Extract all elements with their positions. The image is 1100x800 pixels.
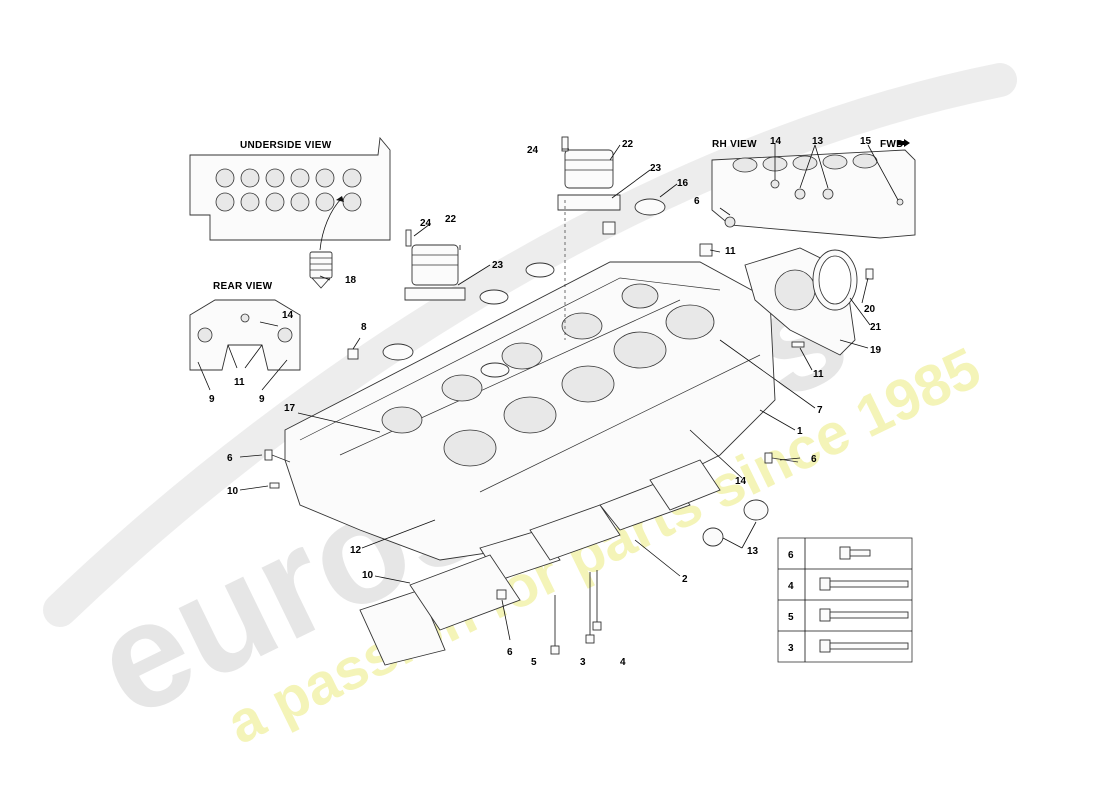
part-13-seal-a (743, 499, 769, 521)
long-bolts (550, 570, 602, 655)
rh-view: RH VIEW FWD (711, 139, 916, 239)
rear-block-outline (189, 299, 301, 371)
leader-lines (197, 143, 899, 641)
bolt-icon (839, 546, 871, 560)
callout-17: 17 (284, 403, 296, 414)
callout-13: 13 (747, 546, 759, 557)
table-row-label: 4 (788, 581, 794, 592)
callout-7: 7 (817, 405, 823, 416)
callout-8: 8 (361, 322, 367, 333)
callout-11: 11 (725, 246, 736, 257)
callout-23: 23 (492, 260, 504, 271)
callout-5: 5 (531, 657, 537, 668)
callout-23: 23 (650, 163, 662, 174)
part-6-bolt-right (764, 452, 799, 464)
bolt-icon (819, 608, 909, 622)
callout-9: 9 (259, 394, 265, 405)
rh-block (711, 149, 916, 239)
callout-11: 11 (813, 369, 824, 380)
rh-bores (732, 153, 878, 173)
part-6-bolt-left (264, 449, 291, 463)
callout-9: 9 (209, 394, 215, 405)
part-22-left (404, 229, 466, 301)
part-2-caps (479, 459, 721, 581)
rear-view-title: REAR VIEW (213, 281, 273, 292)
callout-21: 21 (870, 322, 882, 333)
table-row-label: 3 (788, 643, 794, 654)
callout-10: 10 (362, 570, 374, 581)
part-22-right (557, 136, 621, 340)
callout-6: 6 (694, 196, 700, 207)
callout-6: 6 (811, 454, 817, 465)
callouts: 24 22 23 16 6 14 13 15 24 22 23 11 8 18 … (209, 136, 882, 668)
callout-4: 4 (620, 657, 626, 668)
fwd-label: FWD (880, 139, 904, 150)
underside-view: UNDERSIDE VIEW (189, 136, 391, 289)
underside-arrow (319, 197, 343, 251)
bolt-icon (819, 639, 909, 653)
callout-12: 12 (350, 545, 362, 556)
part-13-seal-b (702, 527, 724, 547)
callout-16: 16 (677, 178, 689, 189)
callout-15: 15 (860, 136, 872, 147)
liners (382, 198, 666, 378)
callout-24: 24 (420, 218, 432, 229)
part-10-dowel (269, 482, 280, 489)
callout-13: 13 (812, 136, 824, 147)
underside-bores (215, 168, 362, 212)
rh-view-title: RH VIEW (712, 139, 757, 150)
callout-14: 14 (735, 476, 747, 487)
callout-14: 14 (770, 136, 782, 147)
cylinder-bores (381, 283, 715, 467)
bolt-icon (819, 577, 909, 591)
bolt-legend-table: 6 4 5 3 (777, 537, 913, 663)
callout-18: 18 (345, 275, 357, 286)
rear-view: REAR VIEW (189, 281, 301, 371)
callout-22: 22 (622, 139, 634, 150)
callout-1: 1 (797, 426, 803, 437)
callout-24: 24 (527, 145, 539, 156)
part-20-bolt (865, 268, 874, 280)
callout-14: 14 (282, 310, 294, 321)
callout-6: 6 (227, 453, 233, 464)
callout-20: 20 (864, 304, 876, 315)
underside-view-title: UNDERSIDE VIEW (240, 140, 332, 151)
part-6-bolt-bottom (496, 589, 507, 600)
table-row-label: 6 (788, 550, 794, 561)
callout-10: 10 (227, 486, 239, 497)
fwd-arrow-icon (904, 139, 910, 147)
callout-3: 3 (580, 657, 586, 668)
callout-2: 2 (682, 574, 688, 585)
part-10-cap-row (359, 554, 521, 666)
callout-19: 19 (870, 345, 882, 356)
underside-block (189, 136, 391, 241)
callout-11: 11 (234, 377, 245, 388)
callout-22: 22 (445, 214, 457, 225)
callout-6: 6 (507, 647, 513, 658)
part-8-dowel (347, 348, 359, 360)
table-row-label: 5 (788, 612, 794, 623)
part-18-plug (309, 251, 333, 289)
